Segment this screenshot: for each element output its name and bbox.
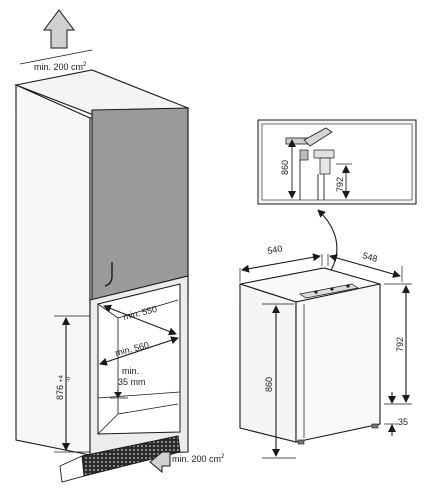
min-35-label-line2: 35 mm: [118, 377, 146, 387]
min-35-label-line1: min.: [122, 366, 139, 376]
dim-876-tol-minus: -0: [66, 376, 72, 382]
dim-792-label: 792: [395, 337, 405, 352]
cabinet-door: [91, 107, 189, 301]
detail-860-label: 860: [280, 160, 290, 175]
vent-top-label: min. 200 cm2: [34, 62, 87, 72]
cabinet-niche-opening: [97, 283, 181, 435]
cabinet-side-face: [15, 84, 91, 456]
min-560-arrow: [99, 336, 179, 366]
plinth-base: [59, 455, 85, 483]
vent-arrow-in: [149, 451, 171, 474]
dim-860-label: 860: [264, 377, 274, 392]
dim-548-label: 548: [361, 250, 378, 264]
tall-cabinet: [14, 69, 190, 483]
vent-top-guide: [19, 49, 93, 65]
dim-876-label: 876: [55, 385, 65, 400]
dim-540-arrow: [241, 253, 321, 273]
vent-arrow-up: [43, 9, 75, 49]
dim-548-arrow: [329, 254, 401, 278]
dim-540-label: 540: [267, 244, 284, 256]
dim-876-tol-plus: +4: [59, 374, 65, 382]
detail-792-label: 792: [335, 177, 345, 192]
detail-inset: 860 792: [257, 119, 417, 205]
door-handle: [104, 262, 113, 287]
vent-bottom-label: min. 200 cm2: [172, 454, 225, 464]
dim-35-label: 35: [398, 417, 408, 427]
fridge-unit: [239, 267, 381, 445]
min-550-arrow: [103, 304, 177, 336]
